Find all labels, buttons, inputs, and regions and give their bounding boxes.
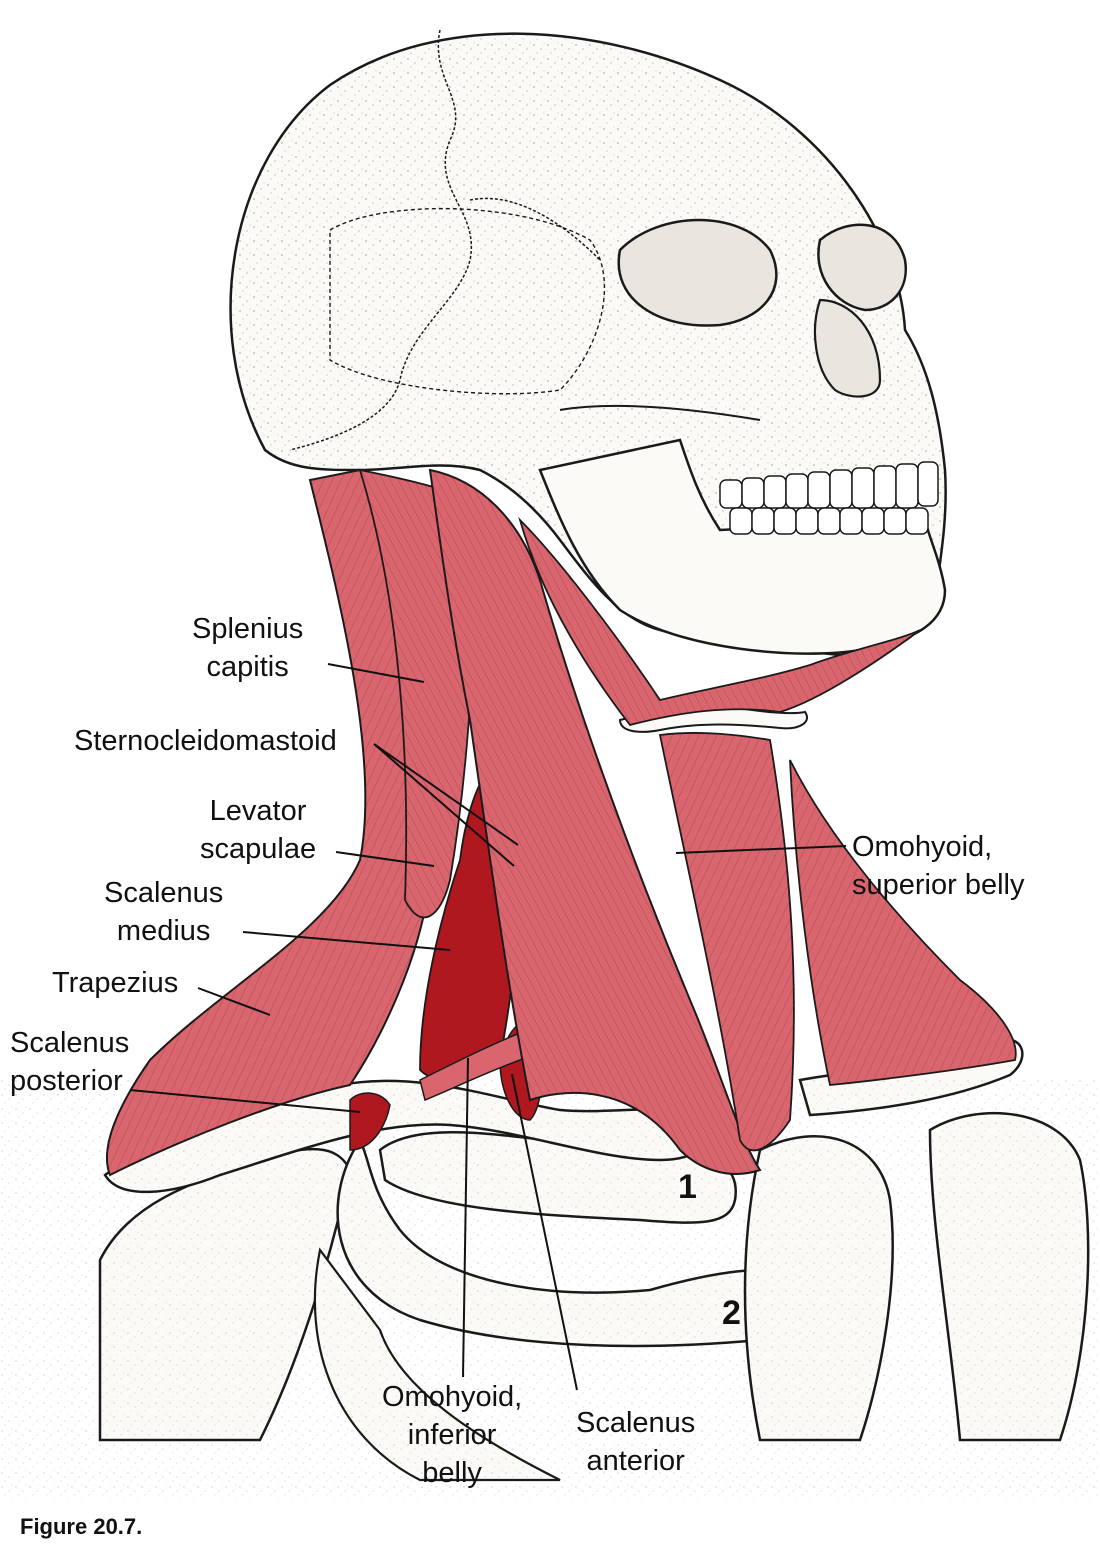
label-scalenus-medius: Scalenus medius: [104, 877, 224, 947]
label-scalenus-anterior: Scalenus anterior: [576, 1407, 696, 1477]
rib-number-2: 2: [722, 1294, 741, 1332]
label-levator-scapulae: Levator scapulae: [200, 795, 317, 865]
figure-caption: Figure 20.7.: [20, 1514, 143, 1539]
label-sternocleidomastoid: Sternocleidomastoid: [74, 725, 337, 757]
label-omohyoid-superior-belly: Omohyoid, superior belly: [852, 831, 1025, 901]
leader-lines: [129, 663, 847, 1391]
label-trapezius: Trapezius: [52, 967, 179, 999]
label-scalenus-posterior: Scalenus posterior: [10, 1027, 130, 1097]
label-omohyoid-inferior-belly: Omohyoid, inferior belly: [382, 1381, 523, 1489]
teeth: [719, 461, 939, 535]
label-splenius-capitis: Splenius capitis: [192, 613, 304, 683]
rib-number-1: 1: [678, 1168, 697, 1206]
shoulder-skeleton: [0, 1038, 1100, 1500]
neck-muscles: [106, 468, 1017, 1177]
skull: [229, 29, 947, 657]
scalenus-posterior-muscle: [349, 1092, 391, 1151]
